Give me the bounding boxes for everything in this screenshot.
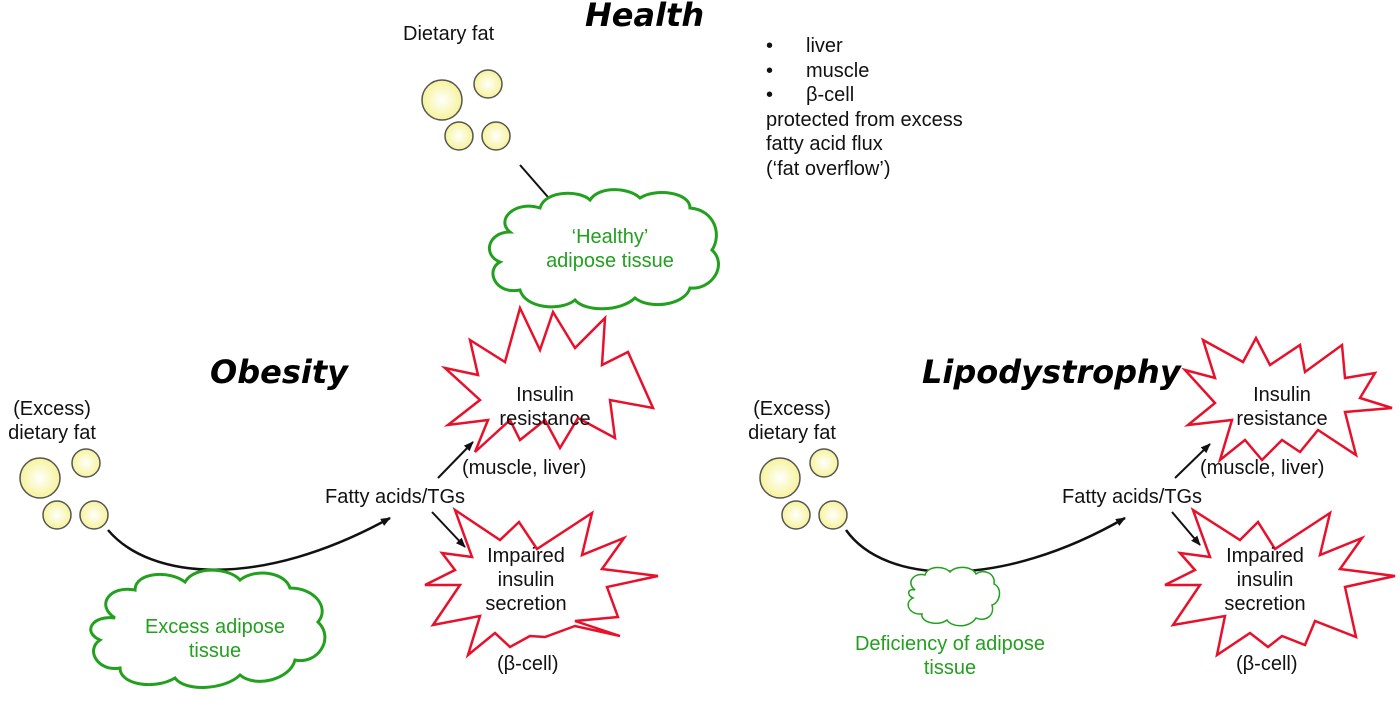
lipodystrophy-secretion-label: Impaired insulin secretion [1224, 545, 1306, 615]
obesity-impaired-secretion-starburst [424, 506, 659, 659]
fat-droplet [781, 500, 811, 530]
fat-droplet [818, 500, 848, 530]
fat-droplet [481, 121, 511, 151]
lipodystrophy-fat-label: (Excess) dietary fat [748, 398, 836, 444]
protected-organ-item: •liver [766, 35, 843, 57]
fat-droplet [19, 457, 61, 499]
lipodystrophy-title: Lipodystrophy [922, 353, 1181, 391]
obesity-fat-droplets [19, 448, 109, 530]
fat-droplet [79, 500, 109, 530]
excess-adipose-cloud [89, 568, 327, 689]
health-fat-droplets [421, 69, 511, 151]
obesity-fat-label: (Excess) dietary fat [8, 398, 96, 444]
obesity-flux-arrow [107, 516, 391, 571]
obesity-insulin-resistance-starburst [440, 304, 656, 453]
obesity-arrow-to-secretion [431, 511, 466, 548]
healthy-adipose-label-line2: adipose tissue [546, 250, 674, 272]
deficiency-adipose-label: Deficiency of adipose tissue [854, 633, 1046, 679]
obesity-secretion-site: (β-cell) [497, 653, 559, 675]
lipodystrophy-insulin-resistance-starburst [1181, 335, 1393, 464]
fat-droplet [42, 500, 72, 530]
lipodystrophy-resistance-label: Insulin resistance [1236, 384, 1328, 430]
deficiency-adipose-cloud [907, 566, 1001, 627]
protected-organ-item: •muscle [766, 59, 870, 82]
obesity-title: Obesity [210, 353, 348, 391]
lipodystrophy-flux-arrow [844, 516, 1126, 573]
obesity-flux-label: Fatty acids/TGs [325, 486, 466, 508]
protected-text-line1: protected from excess [766, 108, 963, 131]
lipodystrophy-flux-label: Fatty acids/TGs [1062, 486, 1203, 508]
healthy-adipose-label-line1: ‘Healthy’ [571, 226, 649, 248]
health-title: Health [585, 0, 705, 34]
obesity-secretion-label: Impaired insulin secretion [485, 545, 567, 615]
fat-droplet [473, 69, 503, 99]
lipodystrophy-fat-droplets [759, 448, 848, 530]
health-fat-label: Dietary fat [403, 23, 495, 45]
lipodystrophy-arrow-to-secretion [1171, 511, 1201, 546]
protected-text-line2: fatty acid flux [766, 133, 883, 155]
fat-droplet [809, 448, 839, 478]
obesity-arrow-to-resistance [437, 441, 474, 479]
fat-droplet [421, 79, 463, 121]
protected-organs-list: •liver •muscle •β-cell protected from ex… [766, 34, 963, 181]
lipodystrophy-arrow-to-resistance [1174, 443, 1211, 479]
fat-droplet [759, 457, 801, 499]
excess-adipose-label: Excess adipose tissue [144, 616, 286, 662]
healthy-adipose-cloud [488, 188, 720, 311]
obesity-resistance-label: Insulin resistance [499, 384, 591, 430]
lipodystrophy-impaired-secretion-starburst [1164, 506, 1396, 658]
obesity-resistance-site: (muscle, liver) [462, 457, 587, 479]
fat-droplet [444, 121, 474, 151]
fat-droplet [71, 448, 101, 478]
healthy-adipose-label: ‘Healthy’ adipose tissue [530, 225, 690, 273]
protected-organ-item: •β-cell [766, 84, 855, 106]
lipodystrophy-secretion-site: (β-cell) [1236, 653, 1298, 675]
protected-text-line3: (‘fat overflow’) [766, 157, 891, 180]
lipodystrophy-resistance-site: (muscle, liver) [1200, 457, 1325, 479]
